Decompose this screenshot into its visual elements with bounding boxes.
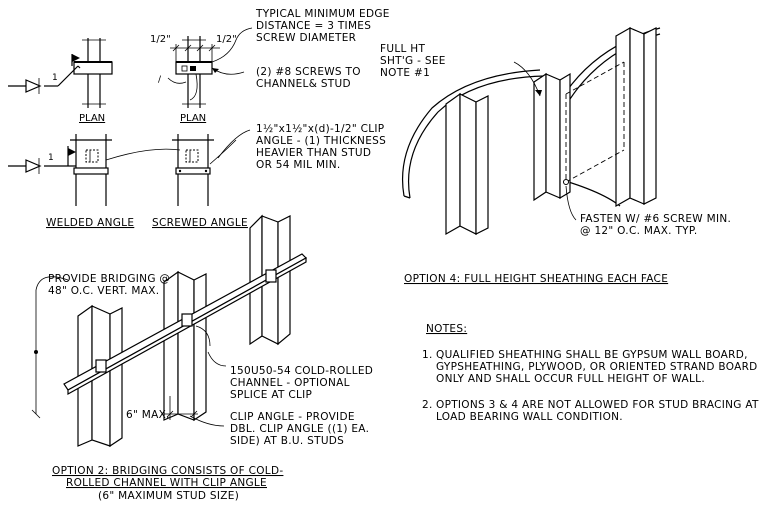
weld-flag-icon xyxy=(72,54,80,62)
sheathing-note-line-1: FULL HT xyxy=(380,43,425,55)
fasten-note-line-2: @ 12" O.C. MAX. TYP. xyxy=(580,225,698,237)
plan-detail-screwed-top: 1/2" 1/2" / PLAN xyxy=(150,34,245,124)
clip-note-line-2: ANGLE - (1) THICKNESS xyxy=(256,135,386,147)
note-1-line-2: GYPSHEATHING, PLYWOOD, OR ORIENTED STRAN… xyxy=(436,361,758,373)
six-max-dim: 6" MAX. xyxy=(126,409,170,421)
sheathing-note-line-2: SHT'G - SEE xyxy=(380,55,446,67)
channel-note-line-3: SPLICE AT CLIP xyxy=(230,389,312,401)
clip-note-line-1: 1½"x1½"x(d)-1/2" CLIP xyxy=(256,123,384,135)
option2-caption: OPTION 2: BRIDGING CONSISTS OF COLD- ROL… xyxy=(52,465,283,502)
elevation-detail-screwed: SCREWED ANGLE xyxy=(105,134,248,229)
bridging-note-line-1: PROVIDE BRIDGING @ xyxy=(48,273,170,285)
clip2-note-line-1: CLIP ANGLE - PROVIDE xyxy=(230,411,355,423)
bridging-note: PROVIDE BRIDGING @ 48" O.C. VERT. MAX. xyxy=(48,273,170,297)
plan-detail-welded-top: 1 PLAN xyxy=(8,38,113,124)
clip-note-line-4: OR 54 MIL MIN. xyxy=(256,159,341,171)
note-1-line-3: ONLY AND SHALL OCCUR FULL HEIGHT OF WALL… xyxy=(436,373,705,385)
section-mark-top: 1 xyxy=(52,73,58,83)
section-mark-lower: 1 xyxy=(48,153,54,163)
edge-note-line-3: SCREW DIAMETER xyxy=(256,32,356,44)
plan-label-right: PLAN xyxy=(180,113,206,124)
fasten-note: FASTEN W/ #6 SCREW MIN. @ 12" O.C. MAX. … xyxy=(580,213,731,237)
screw-note-line-2: CHANNEL& STUD xyxy=(256,78,351,90)
elevation-detail-welded: 1 WELDED ANGLE xyxy=(8,134,134,229)
plan-label-left: PLAN xyxy=(79,113,105,124)
option2-caption-line-2: ROLLED CHANNEL WITH CLIP ANGLE xyxy=(66,477,267,489)
clip-angle-note-top: 1½"x1½"x(d)-1/2" CLIP ANGLE - (1) THICKN… xyxy=(217,123,386,171)
option2-subcaption: (6" MAXIMUM STUD SIZE) xyxy=(98,490,239,502)
note-1-number: 1. xyxy=(422,349,433,361)
sheathing-note-line-3: NOTE #1 xyxy=(380,67,430,79)
bridging-note-line-2: 48" O.C. VERT. MAX. xyxy=(48,285,159,297)
sheathing-note: FULL HT SHT'G - SEE NOTE #1 xyxy=(380,43,446,79)
screw-note: (2) #8 SCREWS TO CHANNEL& STUD xyxy=(256,66,361,90)
channel-note-line-1: 150U50-54 COLD-ROLLED xyxy=(230,365,373,377)
option2-isometric-drawing xyxy=(31,214,307,448)
caption-welded-angle: WELDED ANGLE xyxy=(46,217,134,229)
note-2-line-2: LOAD BEARING WALL CONDITION. xyxy=(436,411,623,423)
option2-caption-line-1: OPTION 2: BRIDGING CONSISTS OF COLD- xyxy=(52,465,283,477)
option4-caption: OPTION 4: FULL HEIGHT SHEATHING EACH FAC… xyxy=(404,273,668,285)
note-2-number: 2. xyxy=(422,399,433,411)
section-arrow-icon xyxy=(25,79,42,93)
channel-note-line-2: CHANNEL - OPTIONAL xyxy=(230,377,350,389)
clip2-note-line-2: DBL. CLIP ANGLE ((1) EA. xyxy=(230,423,369,435)
edge-distance-note: TYPICAL MINIMUM EDGE DISTANCE = 3 TIMES … xyxy=(211,8,390,63)
edge-note-line-1: TYPICAL MINIMUM EDGE xyxy=(255,8,390,20)
channel-note: 150U50-54 COLD-ROLLED CHANNEL - OPTIONAL… xyxy=(230,365,373,401)
section-arrow-lower-icon xyxy=(25,159,42,173)
dim-half-left: 1/2" xyxy=(150,34,171,45)
angle-tick: / xyxy=(158,75,162,85)
clip2-note-line-3: SIDE) AT B.U. STUDS xyxy=(230,435,344,447)
fasten-note-line-1: FASTEN W/ #6 SCREW MIN. xyxy=(580,213,731,225)
clip-angle-note-option2: CLIP ANGLE - PROVIDE DBL. CLIP ANGLE ((1… xyxy=(230,411,369,447)
clip-note-line-3: HEAVIER THAN STUD xyxy=(256,147,371,159)
notes-block: NOTES: 1. QUALIFIED SHEATHING SHALL BE G… xyxy=(422,323,759,423)
option4-isometric-drawing xyxy=(401,26,661,236)
notes-heading: NOTES: xyxy=(426,323,467,335)
edge-note-line-2: DISTANCE = 3 TIMES xyxy=(256,20,371,32)
screw-note-line-1: (2) #8 SCREWS TO xyxy=(256,66,361,78)
caption-screwed-angle: SCREWED ANGLE xyxy=(152,217,248,229)
note-1-line-1: QUALIFIED SHEATHING SHALL BE GYPSUM WALL… xyxy=(436,349,748,361)
note-2-line-1: OPTIONS 3 & 4 ARE NOT ALLOWED FOR STUD B… xyxy=(436,399,759,411)
dim-half-right: 1/2" xyxy=(216,34,237,45)
